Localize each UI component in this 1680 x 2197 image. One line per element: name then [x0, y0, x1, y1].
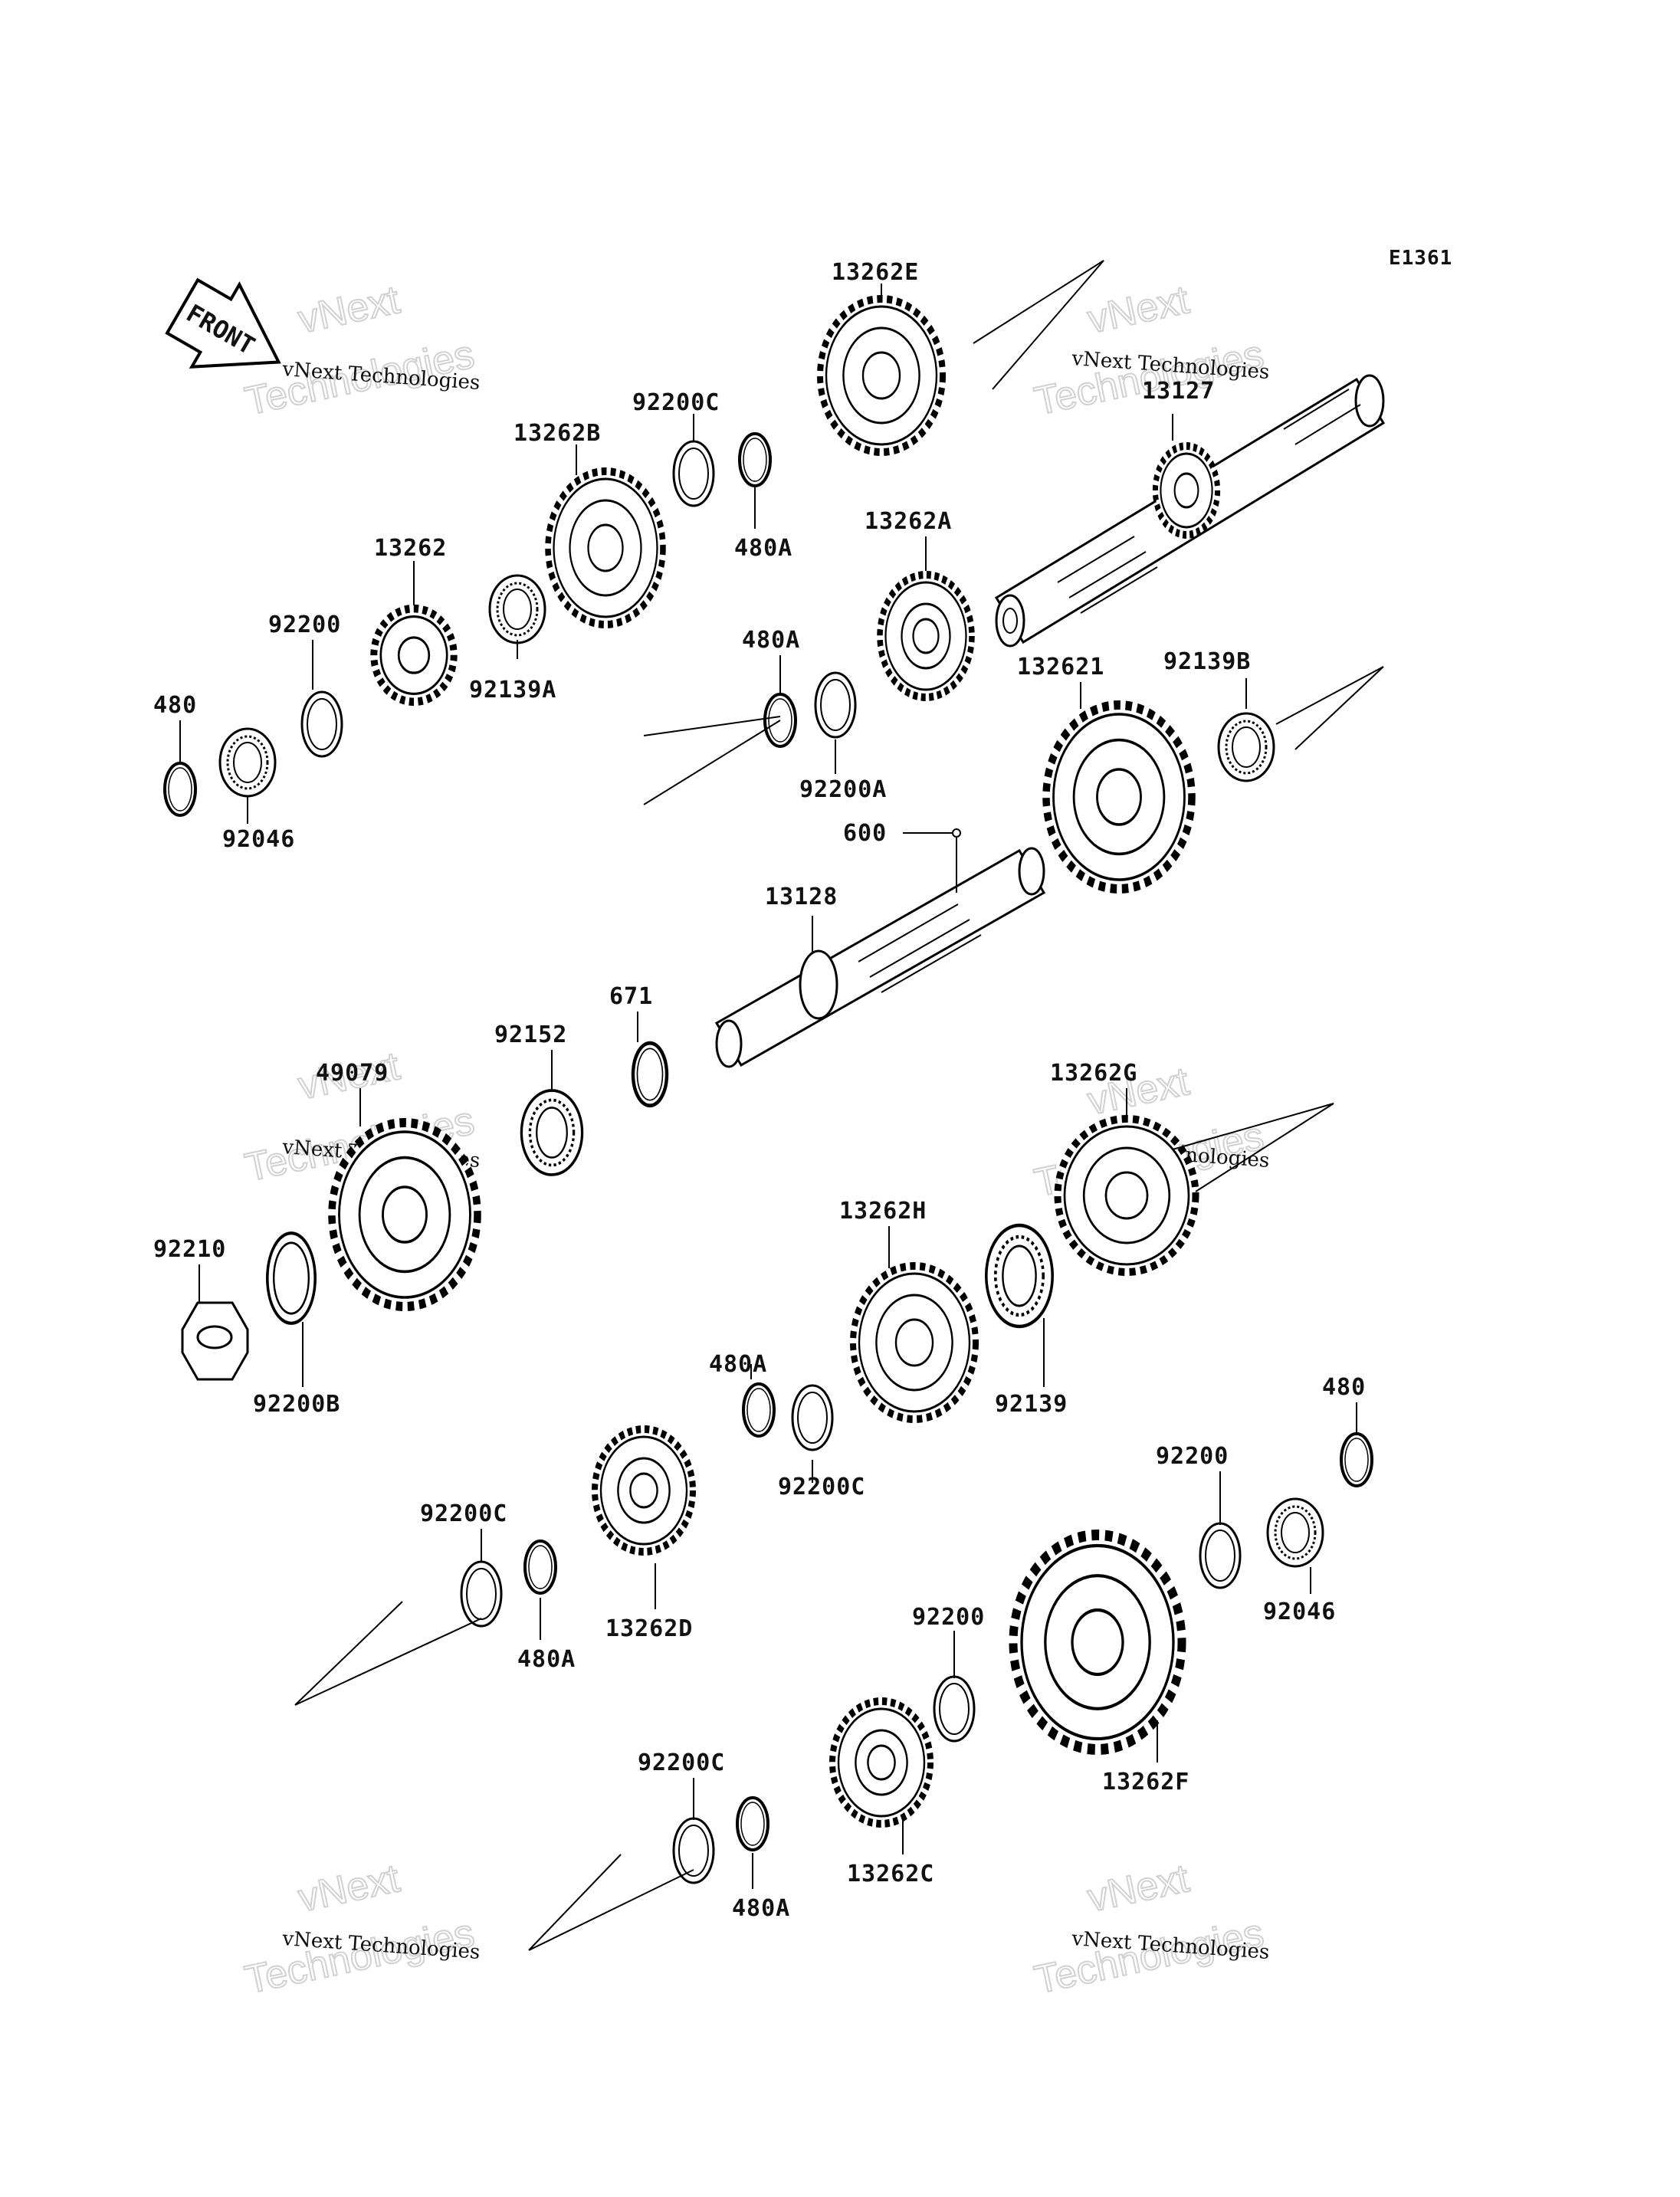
part-label: 13128	[765, 884, 838, 910]
part-label: 92200	[1156, 1443, 1229, 1470]
part-label: 92046	[222, 826, 295, 853]
gear-13262A	[880, 575, 972, 697]
gear-13262H	[853, 1266, 976, 1419]
part-label: 13262A	[865, 508, 952, 535]
part-label: 92139B	[1163, 648, 1251, 675]
part-label: 480	[1322, 1374, 1366, 1401]
leader-lines	[179, 260, 1384, 1951]
part-label: 92200C	[638, 1749, 725, 1776]
part-label: 671	[609, 983, 653, 1010]
bearing-92139B	[1217, 712, 1275, 782]
diagram-code: E1361	[1389, 247, 1452, 270]
gear-49079	[332, 1123, 477, 1307]
part-label: 92200C	[632, 389, 720, 416]
part-label: 13262	[374, 535, 447, 562]
gear-13262E	[820, 299, 943, 452]
part-label: 92046	[1263, 1599, 1336, 1625]
part-label: 92200B	[253, 1391, 340, 1418]
circlip-480A	[742, 1382, 776, 1438]
bearing-92139A	[488, 574, 546, 644]
circlip-480A	[736, 1796, 769, 1851]
watermark-line1: vNext	[294, 1856, 404, 1920]
part-label: 92200	[912, 1604, 985, 1631]
part-label: 92139	[995, 1391, 1068, 1418]
bearing-92139	[986, 1225, 1052, 1326]
washer-92200	[1199, 1522, 1242, 1589]
gear-13262C	[832, 1701, 930, 1824]
part-label: 600	[843, 820, 887, 847]
gear-13262B	[548, 471, 663, 625]
part-label: 480A	[734, 535, 792, 562]
part-label: 13262G	[1050, 1060, 1137, 1087]
part-label: 480A	[742, 627, 800, 654]
part-label: 132621	[1017, 654, 1104, 680]
part-label: 480A	[732, 1895, 790, 1922]
washer-92200C	[460, 1560, 503, 1628]
front-arrow-icon: FRONT	[165, 277, 281, 369]
input-shaft	[714, 847, 1046, 1068]
watermark-line1: vNext	[1084, 1856, 1193, 1920]
gear-132621	[1046, 705, 1192, 889]
circlip-671	[633, 1043, 667, 1106]
washer-92200	[300, 690, 343, 758]
washer-92200C	[791, 1384, 834, 1451]
washer-92200B	[267, 1233, 315, 1323]
part-label: 13127	[1142, 378, 1215, 405]
washer-92200C	[672, 1817, 715, 1884]
gear-13262	[374, 608, 454, 702]
part-label: 13262B	[514, 420, 601, 447]
bearing-92046	[218, 727, 277, 798]
washer-92200C	[672, 440, 715, 507]
part-label: 92200C	[420, 1500, 507, 1527]
watermark-line1: vNext	[1084, 277, 1193, 342]
watermark-line1: vNext	[294, 277, 404, 342]
bearing-92046	[1266, 1497, 1324, 1568]
part-label: 92139A	[469, 677, 556, 703]
part-labels: 13262E 13127 92200C 13262B 480A 13262 92…	[153, 259, 1366, 1922]
gear-13262D	[595, 1429, 693, 1552]
circlip-480A	[523, 1540, 557, 1595]
part-label: 480A	[517, 1646, 576, 1673]
part-label: 92200	[268, 612, 341, 638]
part-label: 13262C	[847, 1861, 934, 1887]
washer-92200	[933, 1675, 976, 1743]
part-label: 13262F	[1102, 1769, 1189, 1795]
part-label: 92200A	[799, 776, 887, 803]
part-label: 92152	[494, 1021, 567, 1048]
part-label: 480	[153, 692, 197, 719]
gear-13262F	[1013, 1535, 1182, 1749]
washer-92200A	[814, 671, 857, 739]
gear-13262G	[1058, 1119, 1196, 1272]
part-label: 49079	[316, 1060, 389, 1087]
part-label: 480A	[709, 1351, 767, 1378]
part-label: 13262H	[839, 1198, 927, 1225]
part-label: 92200C	[778, 1474, 865, 1500]
part-label: 92210	[153, 1236, 226, 1263]
circlip-480	[1340, 1432, 1373, 1487]
gear-13127	[1155, 446, 1217, 535]
circlip-480	[163, 762, 197, 817]
circlip-480A	[738, 432, 772, 487]
nut-92210	[181, 1301, 249, 1381]
part-label: 13262D	[605, 1615, 693, 1642]
bearing-92152	[520, 1089, 584, 1176]
part-label: 13262E	[832, 259, 919, 286]
